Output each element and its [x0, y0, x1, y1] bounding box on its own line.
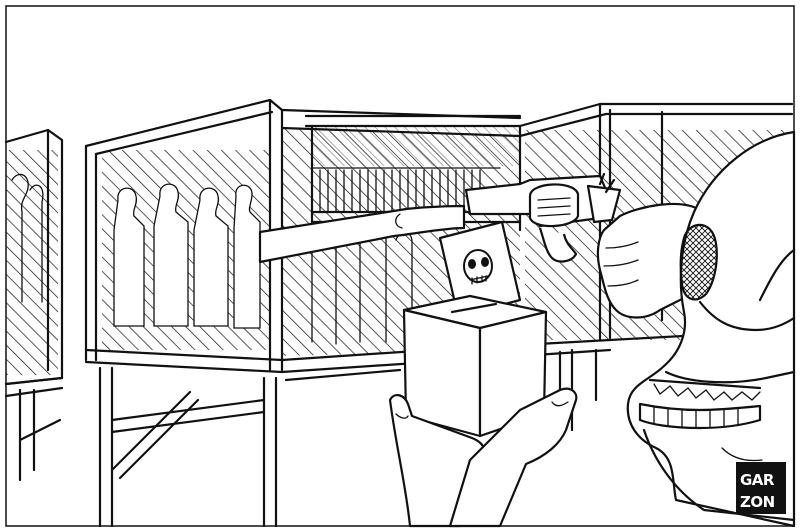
left-cage — [4, 128, 64, 482]
pointing-arm — [258, 204, 466, 264]
ballot-box — [402, 294, 548, 438]
caged-people-front — [113, 183, 261, 329]
gun-hand — [596, 202, 702, 319]
holding-hands — [388, 387, 578, 528]
skull-icon-small — [463, 249, 493, 285]
signature-line-2: ZON — [740, 493, 775, 511]
artist-signature: GAR ZON — [736, 462, 786, 514]
signature-line-1: GAR — [740, 471, 775, 489]
giant-skull — [626, 130, 796, 528]
ballot-card — [438, 220, 522, 318]
revolver-icon — [464, 172, 622, 263]
